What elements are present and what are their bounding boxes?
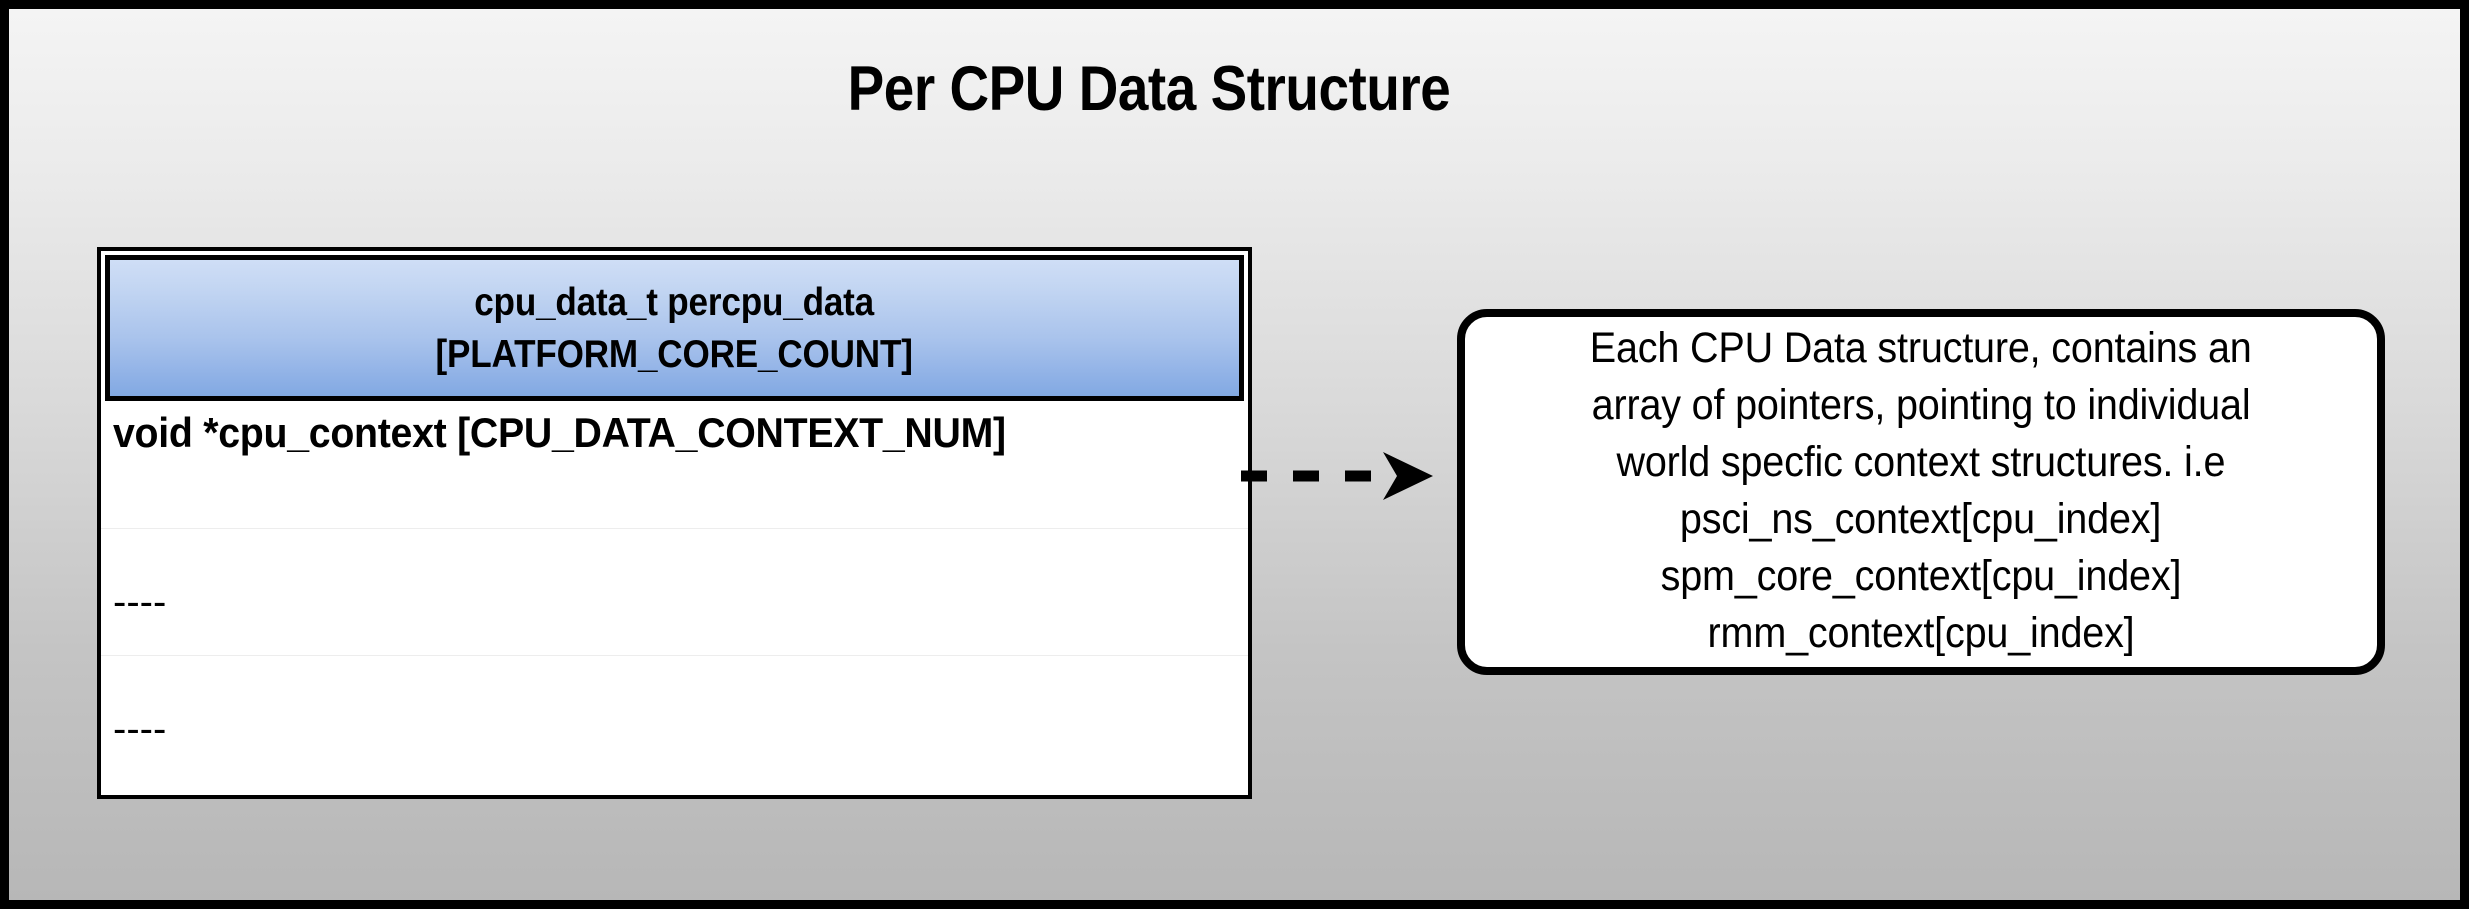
callout-line: rmm_context[cpu_index] (1707, 609, 2135, 657)
callout-line: spm_core_context[cpu_index] (1660, 552, 2182, 600)
table-row: ---- (101, 528, 1248, 655)
callout-line: psci_ns_context[cpu_index] (1680, 495, 2162, 543)
percpu-data-struct-table: cpu_data_t percpu_data [PLATFORM_CORE_CO… (97, 247, 1252, 799)
struct-header-line-2: [PLATFORM_CORE_COUNT] (435, 332, 914, 376)
struct-field-cpu-context: void *cpu_context [CPU_DATA_CONTEXT_NUM] (113, 409, 1006, 456)
struct-table-header: cpu_data_t percpu_data [PLATFORM_CORE_CO… (105, 255, 1244, 401)
struct-field-placeholder-2: ---- (113, 707, 167, 751)
callout-box: Each CPU Data structure, contains an arr… (1457, 309, 2385, 675)
struct-field-placeholder-1: ---- (113, 580, 167, 624)
table-row: ---- (101, 655, 1248, 795)
callout-line: world specfic context structures. i.e (1616, 438, 2226, 486)
struct-header-line-1: cpu_data_t percpu_data (474, 280, 875, 324)
dashed-arrow-right-icon (1241, 452, 1433, 500)
table-row: void *cpu_context [CPU_DATA_CONTEXT_NUM] (101, 401, 1248, 528)
page-title: Per CPU Data Structure (847, 54, 1451, 124)
callout-line: array of pointers, pointing to individua… (1591, 381, 2251, 429)
callout-line: Each CPU Data structure, contains an (1590, 324, 2252, 372)
